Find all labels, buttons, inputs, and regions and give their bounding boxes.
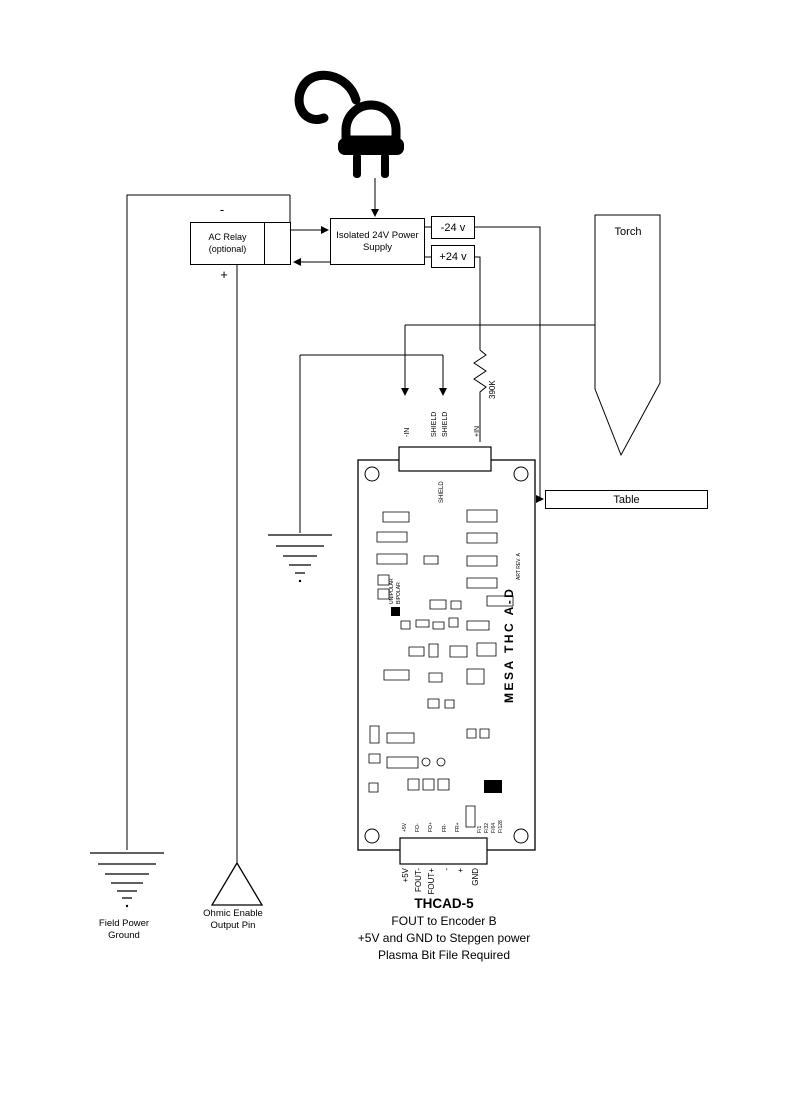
caption-line-2: +5V and GND to Stepgen power xyxy=(357,931,531,945)
wire-shield xyxy=(300,354,444,388)
mounting-hole xyxy=(513,828,529,844)
torch-symbol xyxy=(594,214,661,457)
caption: THCAD-5 FOUT to Encoder B +5V and GND to… xyxy=(298,896,590,962)
wire-relay-minus-to-ground xyxy=(126,194,290,850)
bottom-connector xyxy=(399,837,488,865)
board-shield-silk: SHIELD xyxy=(439,481,445,503)
pos-in-label: +IN xyxy=(474,425,481,437)
relay-minus-label: - xyxy=(219,202,225,217)
pcb-board xyxy=(357,446,536,865)
mounting-hole xyxy=(364,466,380,482)
resistor-value-label: 390K xyxy=(488,380,497,399)
arrow-into-relay xyxy=(293,258,301,266)
pos-24v-box: +24 v xyxy=(431,245,475,268)
board-freq-label: F/64 xyxy=(491,822,497,833)
top-connector xyxy=(398,446,492,472)
relay-coil-box xyxy=(264,222,291,265)
caption-line-3: Plasma Bit File Required xyxy=(377,948,511,962)
arrow-into-neg-in xyxy=(401,388,409,396)
board-silk-pin: FR+ xyxy=(455,822,461,832)
board-freq-label: F/32 xyxy=(484,822,490,833)
table-box: Table xyxy=(545,490,708,509)
pcb-components xyxy=(368,509,514,828)
board-freq-label: F/1 xyxy=(477,825,483,833)
field-power-ground-label: Field Power Ground xyxy=(98,918,150,941)
shield-label-2: SHIELD xyxy=(442,411,449,437)
arrowheads xyxy=(293,209,544,503)
mounting-hole xyxy=(364,828,380,844)
board-silk-pin: +5V xyxy=(402,822,408,832)
mounting-hole xyxy=(513,466,529,482)
board-silk-pin: FO+ xyxy=(428,822,434,832)
relay-plus-label: + xyxy=(220,267,228,282)
wire-pos24-to-resistor xyxy=(475,256,481,350)
power-plug-icon xyxy=(294,70,404,178)
board-unipolar-silk: UNIPOLAR xyxy=(389,578,395,604)
ohmic-triangle-symbol xyxy=(210,861,264,906)
caption-title: THCAD-5 xyxy=(414,896,474,911)
board-brand-label: MESA THC A-D xyxy=(502,586,516,703)
neg-in-label: -IN xyxy=(404,427,411,437)
board-rev-label: ART REV. A xyxy=(516,553,522,580)
ac-relay-box: AC Relay (optional) xyxy=(190,222,265,265)
ohmic-enable-label: Ohmic Enable Output Pin xyxy=(203,908,263,931)
resistor-symbol xyxy=(473,349,487,442)
board-freq-label: F/128 xyxy=(498,820,504,833)
shield-label-1: SHIELD xyxy=(431,411,438,437)
arrow-into-shield xyxy=(439,388,447,396)
earth-ground-symbol xyxy=(268,534,332,583)
field-ground-symbol xyxy=(90,852,164,908)
caption-line-1: FOUT to Encoder B xyxy=(391,914,497,928)
board-silk-pin: FO- xyxy=(415,823,421,832)
board-bipolar-silk: BIPOLAR xyxy=(396,582,402,604)
wire-relay-to-supply-top xyxy=(289,195,321,231)
arrow-into-supply-top xyxy=(371,209,379,217)
arrow-into-supply-left xyxy=(321,226,329,234)
neg-24v-box: -24 v xyxy=(431,216,475,239)
power-supply-box: Isolated 24V Power Supply xyxy=(330,218,425,265)
board-silk-pin: FR- xyxy=(442,823,448,832)
arrow-into-table xyxy=(536,495,544,503)
torch-label: Torch xyxy=(614,226,642,238)
